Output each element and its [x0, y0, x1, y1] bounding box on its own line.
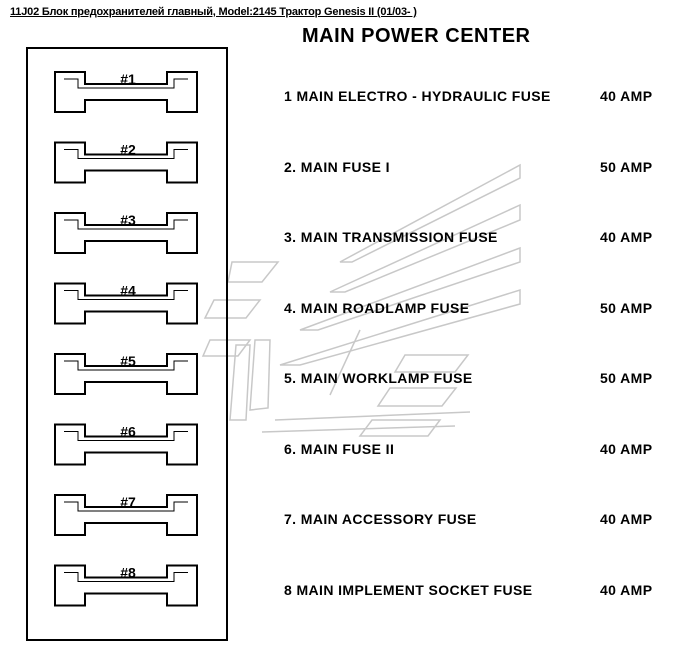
fuse-rating: 50 AMP	[600, 158, 653, 175]
fuse-symbol	[54, 71, 198, 113]
fuse-symbol	[54, 282, 198, 325]
fuse-rating: 50 AMP	[600, 299, 653, 316]
fuse-rating: 40 AMP	[600, 511, 653, 527]
fuse-list-item: 3. MAIN TRANSMISSION FUSE 40 AMP	[284, 229, 674, 249]
fuse-3: #3	[54, 212, 198, 254]
fuse-symbol	[54, 494, 198, 536]
fuse-rating: 40 AMP	[600, 229, 653, 245]
document-header: 11J02 Блок предохранителей главный, Mode…	[10, 6, 417, 18]
fuse-name: 8 MAIN IMPLEMENT SOCKET FUSE	[284, 581, 533, 598]
fuse-inner-line	[64, 78, 188, 89]
fuse-list-item: 5. MAIN WORKLAMP FUSE 50 AMP	[284, 370, 674, 390]
fuse-name: 6. MAIN FUSE II	[284, 440, 395, 457]
fuse-inner-line	[64, 149, 188, 159]
fuse-2: #2	[54, 141, 198, 184]
fuse-rating: 40 AMP	[600, 88, 653, 104]
fuse-list-item: 8 MAIN IMPLEMENT SOCKET FUSE 40 AMP	[284, 582, 674, 602]
fuse-inner-line	[64, 431, 188, 441]
fuse-inner-line	[64, 360, 188, 371]
fuse-name: 5. MAIN WORKLAMP FUSE	[284, 370, 473, 386]
fuse-number-label: #8	[120, 565, 136, 581]
fuse-block-frame	[26, 47, 228, 641]
fuse-list-item: 7. MAIN ACCESSORY FUSE 40 AMP	[284, 511, 674, 531]
fuse-4: #4	[54, 282, 198, 325]
fuse-inner-line	[64, 290, 188, 300]
fuse-1: #1	[54, 71, 198, 113]
fuse-symbol	[54, 141, 198, 184]
fuse-name: 1 MAIN ELECTRO - HYDRAULIC FUSE	[284, 88, 551, 104]
fuse-7: #7	[54, 494, 198, 536]
fuse-number-label: #2	[120, 142, 136, 158]
fuse-number-label: #3	[120, 212, 136, 228]
fuse-name: 4. MAIN ROADLAMP FUSE	[284, 299, 470, 316]
fuse-list-item: 6. MAIN FUSE II 40 AMP	[284, 441, 674, 461]
fuse-6: #6	[54, 423, 198, 466]
fuse-number-label: #1	[120, 71, 136, 87]
fuse-inner-line	[64, 501, 188, 512]
fuse-name: 2. MAIN FUSE I	[284, 158, 390, 175]
fuse-list-item: 1 MAIN ELECTRO - HYDRAULIC FUSE 40 AMP	[284, 88, 674, 108]
fuse-list-item: 4. MAIN ROADLAMP FUSE 50 AMP	[284, 300, 674, 320]
fuse-name: 3. MAIN TRANSMISSION FUSE	[284, 229, 498, 245]
fuse-number-label: #5	[120, 353, 136, 369]
fuse-symbol	[54, 353, 198, 395]
fuse-inner-line	[64, 572, 188, 582]
fuse-8: #8	[54, 564, 198, 607]
diagram-title: MAIN POWER CENTER	[302, 25, 531, 47]
fuse-rating: 40 AMP	[600, 581, 653, 598]
fuse-inner-line	[64, 219, 188, 230]
fuse-symbol	[54, 423, 198, 466]
fuse-name: 7. MAIN ACCESSORY FUSE	[284, 511, 477, 527]
watermark-logo	[201, 163, 521, 437]
fuse-rating: 50 AMP	[600, 370, 653, 386]
fuse-symbol	[54, 212, 198, 254]
fuse-rating: 40 AMP	[600, 440, 653, 457]
fuse-5: #5	[54, 353, 198, 395]
fuse-number-label: #7	[120, 494, 136, 510]
fuse-symbol	[54, 564, 198, 607]
fuse-list-item: 2. MAIN FUSE I 50 AMP	[284, 159, 674, 179]
fuse-number-label: #4	[120, 283, 136, 299]
fuse-number-label: #6	[120, 424, 136, 440]
